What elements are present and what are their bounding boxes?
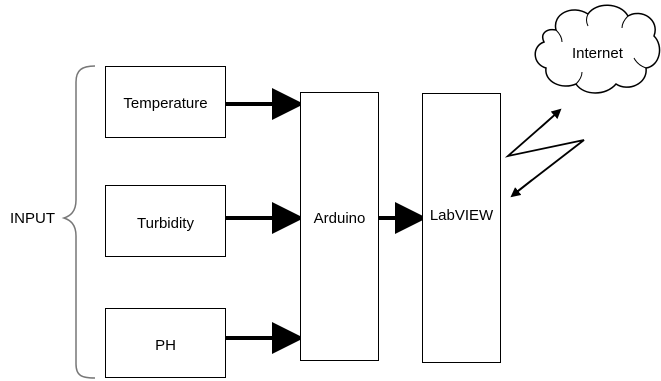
arduino-block: Arduino (300, 92, 379, 361)
ph-block: PH (105, 308, 226, 378)
temperature-block: Temperature (105, 66, 226, 138)
cloud-puff-4 (633, 57, 647, 69)
internet-link-lightning (504, 111, 585, 195)
input-brace (61, 65, 96, 379)
cloud-puff-5 (575, 71, 583, 85)
turbidity-label: Turbidity (137, 215, 194, 232)
internet-cloud (534, 4, 661, 94)
cloud-puff-1 (555, 29, 563, 43)
internet-link-arrow-up (539, 108, 562, 129)
cloud-puff-3 (621, 15, 629, 29)
input-group-label: INPUT (10, 210, 55, 227)
turbidity-block: Turbidity (105, 185, 226, 257)
cloud-puff-2 (586, 13, 589, 27)
labview-label: LabVIEW (429, 207, 494, 224)
labview-block: LabVIEW (422, 93, 501, 363)
arduino-label: Arduino (313, 210, 366, 227)
internet-label: Internet (572, 45, 623, 62)
ph-label: PH (155, 337, 176, 354)
internet-link-arrow-down (510, 179, 533, 198)
temperature-label: Temperature (123, 95, 208, 112)
